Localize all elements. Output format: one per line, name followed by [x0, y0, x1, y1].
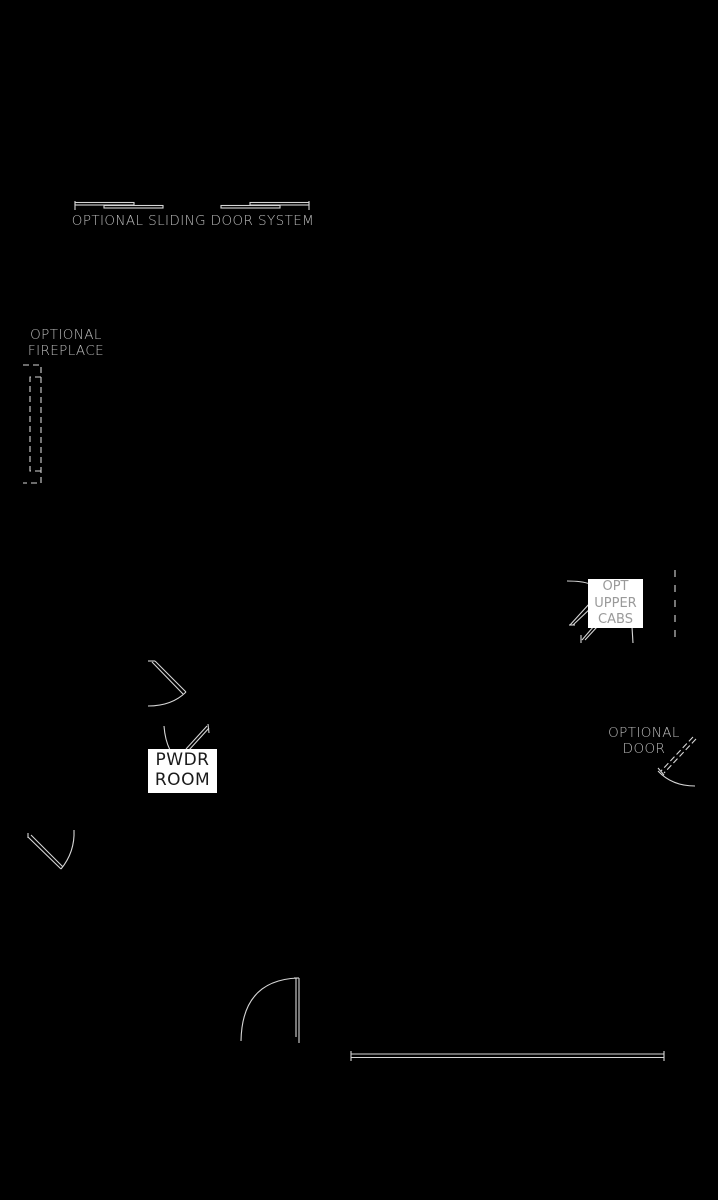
upper-cabs-label-line3: CABS — [598, 612, 633, 627]
fireplace-label: OPTIONAL FIREPLACE — [18, 327, 114, 359]
sliding-door-icon — [74, 201, 310, 210]
upper-cabs-label: OPT UPPER CABS — [588, 579, 643, 628]
upper-cabs-label-line1: OPT — [602, 579, 629, 594]
sliding-door-label: OPTIONAL SLIDING DOOR SYSTEM — [71, 213, 315, 229]
pwdr-room-label-line1: PWDR — [155, 750, 210, 770]
fireplace-label-line1: OPTIONAL — [30, 327, 102, 343]
fireplace-label-line2: FIREPLACE — [27, 343, 105, 359]
pwdr-room-label: PWDR ROOM — [148, 749, 217, 793]
fireplace-icon — [23, 364, 42, 484]
pwdr-room-label-line2: ROOM — [154, 770, 211, 790]
pwdr-door-upper-icon — [147, 660, 187, 707]
window-icon — [350, 1051, 665, 1061]
pwdr-door-lower-icon — [163, 723, 210, 751]
entry-door-icon — [240, 977, 300, 1043]
optional-door-label-line1: OPTIONAL — [608, 725, 680, 741]
optional-door-label: OPTIONAL DOOR — [600, 725, 688, 757]
optional-door-label-line2: DOOR — [622, 741, 666, 757]
optional-door-icon — [657, 736, 697, 787]
upper-cabs-label-line2: UPPER — [594, 595, 637, 611]
swing-door-left-icon — [27, 829, 75, 870]
